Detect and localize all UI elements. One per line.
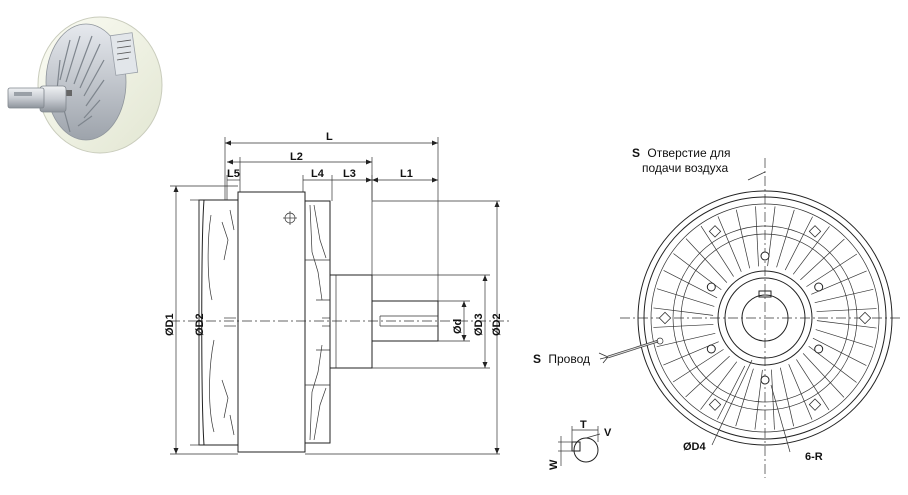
dim-d: Ød (452, 319, 464, 334)
cooling-fin (812, 337, 867, 366)
dim-l3: L3 (343, 168, 356, 180)
cooling-fin (788, 364, 813, 420)
cooling-fin (653, 307, 714, 316)
cooling-fin (776, 209, 795, 268)
mounting-tab (708, 225, 722, 238)
cooling-fin (800, 238, 845, 281)
dim-d3: ØD3 (473, 313, 485, 336)
cooling-fin (779, 367, 795, 427)
wire-label: S Провод (533, 352, 590, 366)
dim-d2-right: ØD2 (491, 313, 503, 336)
dim-d2-left: ØD2 (194, 313, 206, 336)
key-t: T (580, 419, 587, 431)
cooling-fin (815, 329, 874, 348)
cooling-fin (735, 209, 751, 269)
key-v: V (604, 427, 612, 439)
mounting-tab (858, 311, 872, 325)
side-view: L L2 L5 L4 L3 L1 ØD1 ØD2 Ød ØD3 (164, 131, 510, 455)
mounting-tab (708, 398, 722, 411)
dim-l5: L5 (227, 168, 240, 180)
cooling-fin (700, 225, 734, 277)
bolt-holes (658, 225, 872, 411)
cooling-fin (717, 365, 746, 420)
dim-l: L (326, 131, 333, 143)
cooling-fin (685, 355, 730, 398)
cooling-fin (816, 320, 877, 329)
mounting-tab (658, 311, 672, 325)
cooling-fin (700, 361, 738, 410)
cooling-fin (717, 216, 742, 272)
cooling-fin (656, 332, 716, 348)
key-detail: T V W (548, 419, 612, 470)
bolt-hole (706, 282, 716, 292)
product-photo (7, 16, 163, 154)
cooling-fin (656, 288, 715, 307)
air-hole-label: S Отверстие для (632, 146, 731, 160)
cooling-fin (806, 253, 858, 287)
mounting-tab (808, 225, 822, 238)
key-w: W (548, 459, 560, 470)
bolt-hole (706, 344, 716, 354)
cooling-fin (792, 226, 830, 275)
dim-l1: L1 (400, 168, 413, 180)
cooling-fin (685, 238, 728, 283)
bolt-hole (760, 375, 770, 385)
cooling-fin (814, 288, 874, 304)
cooling-fin (735, 368, 754, 427)
holes-label: 6-R (805, 451, 823, 463)
dim-l4: L4 (311, 168, 325, 180)
dim-d1: ØD1 (164, 313, 176, 336)
cooling-fin (802, 353, 845, 398)
cooling-fin (653, 324, 714, 328)
dim-d4: ØD4 (683, 441, 707, 453)
bolt-hole (760, 251, 770, 261)
cooling-fin (796, 359, 830, 411)
cooling-fin (784, 216, 813, 271)
cooling-fin (771, 369, 775, 430)
cooling-fin (663, 270, 718, 299)
air-hole-label-2: подачи воздуха (642, 161, 728, 175)
cooling-fin (755, 206, 759, 267)
mounting-tab (808, 398, 822, 411)
cooling-fin (816, 308, 877, 312)
cooling-fin (672, 349, 724, 383)
bolt-hole (814, 282, 824, 292)
bolt-hole (814, 344, 824, 354)
front-view: S Отверстие для подачи воздуха S Провод … (533, 146, 900, 478)
dim-l2: L2 (290, 151, 303, 163)
